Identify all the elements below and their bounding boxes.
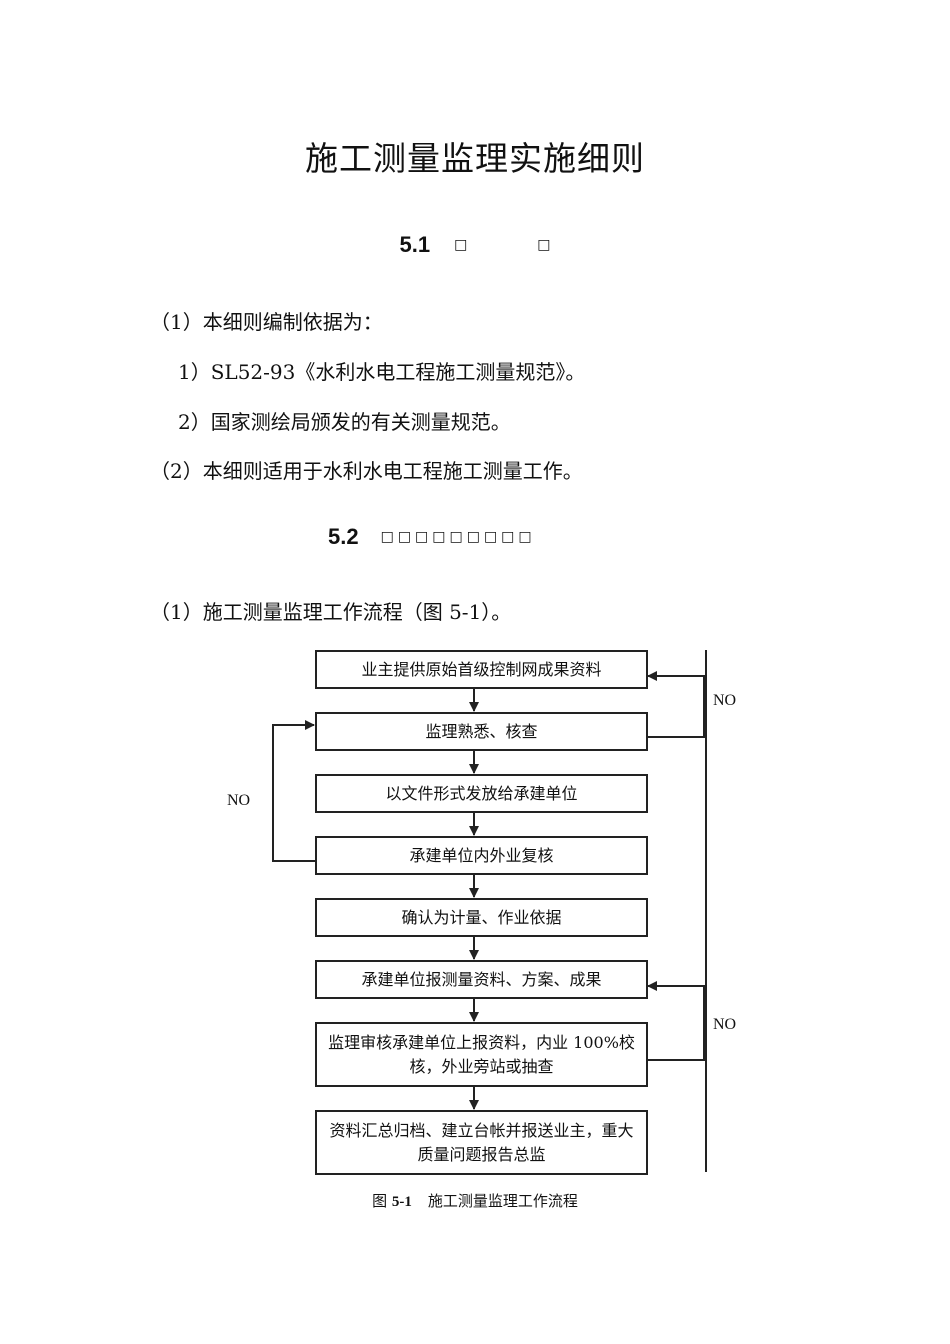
flow-step-5: 确认为计量、作业依据	[315, 898, 648, 937]
caption-text: 施工测量监理工作流程	[427, 1192, 578, 1210]
paragraph: 1）SL52-93《水利水电工程施工测量规范》。	[178, 360, 586, 384]
flow-step-4: 承建单位内外业复核	[315, 836, 648, 875]
loop-label-no: NO	[227, 792, 251, 809]
missing-glyph-icon: □	[537, 237, 551, 253]
caption-number: 5-1	[391, 1194, 412, 1210]
section-heading-5-2: 5.2 □□□□□□□□□	[328, 524, 536, 550]
section-heading-5-1: 5.1 □ □	[0, 232, 950, 258]
loop-label-no: NO	[713, 692, 737, 709]
document-title: 施工测量监理实施细则	[305, 139, 645, 178]
paragraph: （1）本细则编制依据为：	[150, 310, 383, 334]
loop-label-no: NO	[713, 1016, 737, 1033]
missing-glyph-icon: □	[454, 237, 468, 253]
flow-step-6: 承建单位报测量资料、方案、成果	[315, 960, 648, 999]
missing-glyph-icon: □□□□□□□□□	[380, 529, 536, 545]
paragraph: （1）施工测量监理工作流程（图 5-1）。	[150, 600, 512, 624]
flow-step-2: 监理熟悉、核查	[315, 712, 648, 751]
figure-caption: 图 5-1 施工测量监理工作流程	[0, 1190, 950, 1211]
flow-step-1: 业主提供原始首级控制网成果资料	[315, 650, 648, 689]
flow-step-8: 资料汇总归档、建立台帐并报送业主，重大质量问题报告总监	[315, 1110, 648, 1175]
flow-step-7: 监理审核承建单位上报资料，内业 100%校核，外业旁站或抽查	[315, 1022, 648, 1087]
caption-prefix: 图	[372, 1192, 392, 1210]
flow-step-3: 以文件形式发放给承建单位	[315, 774, 648, 813]
paragraph: （2）本细则适用于水利水电工程施工测量工作。	[150, 459, 583, 483]
paragraph: 2）国家测绘局颁发的有关测量规范。	[178, 410, 511, 434]
section-number: 5.1	[399, 232, 431, 257]
section-number: 5.2	[328, 524, 359, 549]
